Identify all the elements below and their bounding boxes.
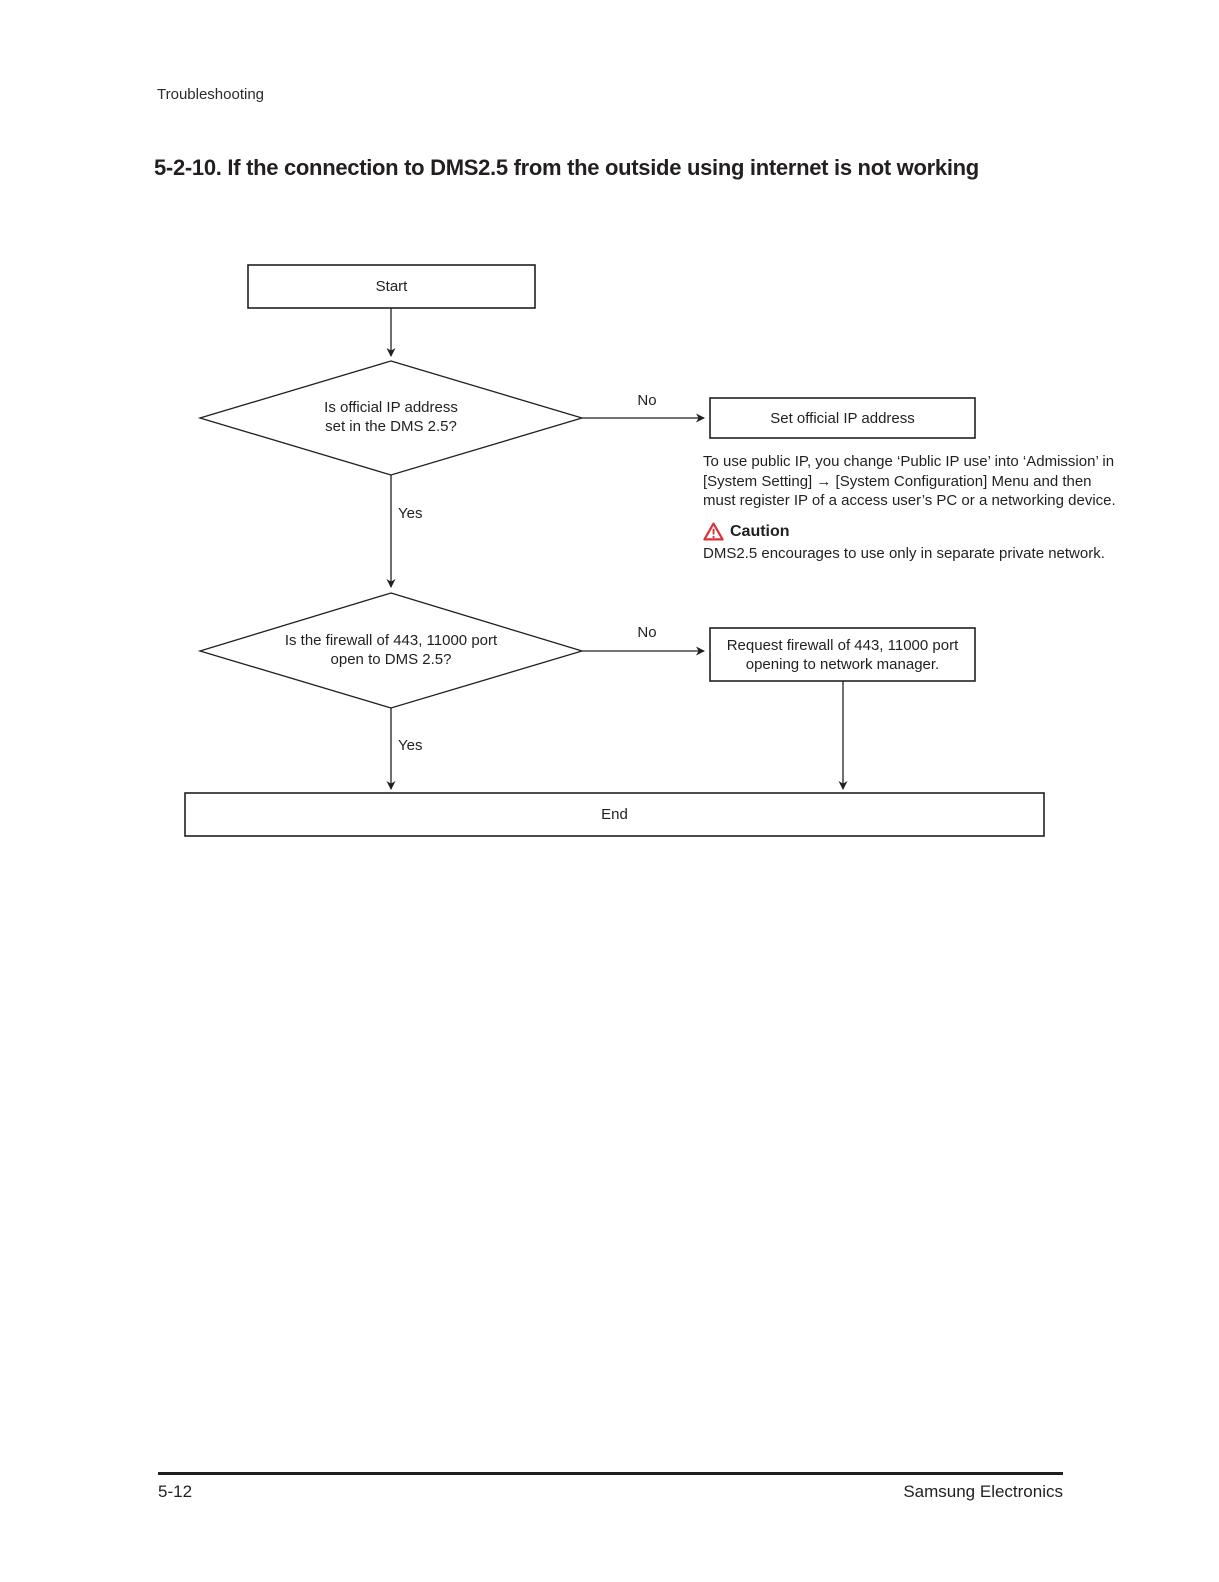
decision1-yes-label: Yes (398, 505, 423, 522)
start-node-label: Start (375, 278, 408, 295)
decision1-label: Is official IP address set in the DMS 2.… (324, 399, 458, 435)
footer-divider (158, 1472, 1063, 1475)
caution-title: Caution (730, 522, 790, 540)
decision2-label: Is the firewall of 443, 11000 port open … (284, 632, 498, 668)
footer-company: Samsung Electronics (903, 1482, 1063, 1501)
end-node-shape (184, 792, 1045, 837)
caution-heading: Caution (703, 522, 790, 541)
decision2-no-label: No (637, 624, 657, 641)
page-title: 5-2-10. If the connection to DMS2.5 from… (154, 155, 979, 180)
request-firewall-node-label: Request firewall of 443, 11000 port open… (726, 636, 959, 673)
public-ip-note: To use public IP, you change ‘Public IP … (703, 453, 1116, 509)
start-node-shape (247, 264, 536, 309)
end-node-label: End (601, 806, 628, 823)
caution-warning-icon (703, 522, 724, 541)
caution-text: DMS2.5 encourages to use only in separat… (703, 545, 1105, 562)
set-ip-node-label: Set official IP address (770, 409, 915, 427)
set-ip-node-shape (709, 397, 976, 439)
flowchart-canvas (184, 264, 1045, 837)
decision1-no-label: No (637, 392, 657, 409)
footer-page-number: 5-12 (158, 1482, 193, 1501)
breadcrumb: Troubleshooting (157, 86, 265, 103)
decision2-yes-label: Yes (398, 737, 423, 754)
